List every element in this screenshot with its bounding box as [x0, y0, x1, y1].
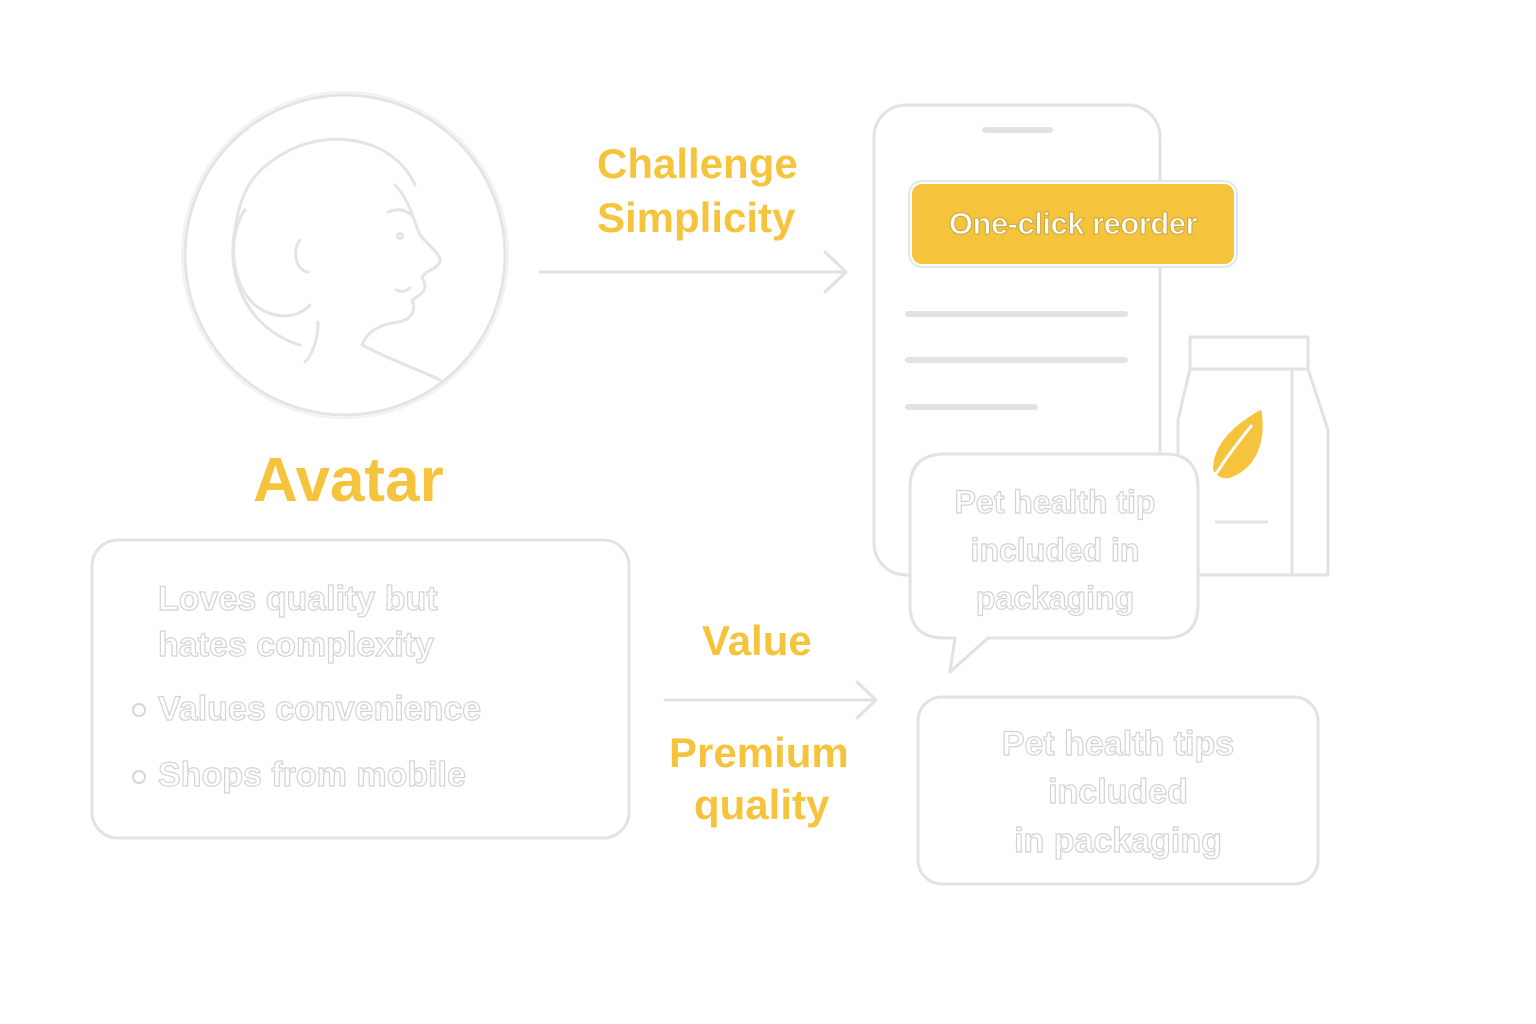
speech-bubble-icon	[908, 452, 1200, 674]
bubble-line: included in	[970, 531, 1140, 568]
trait-lead-line2: hates complexity	[157, 626, 434, 664]
pet-food-bag-icon	[1176, 335, 1330, 577]
value-label: Value	[702, 617, 812, 664]
traits-card	[90, 538, 631, 840]
woman-profile-icon	[181, 91, 509, 419]
bullet-dot	[132, 703, 146, 717]
result-line: included	[1047, 773, 1188, 812]
bubble-line: packaging	[975, 579, 1135, 616]
quality-label: quality	[694, 781, 830, 828]
trait-lead-line1: Loves quality but	[157, 580, 438, 618]
challenge-label: Challenge	[597, 140, 798, 187]
avatar-title: Avatar	[253, 446, 444, 515]
result-card-text: Pet health tips included in packaging	[918, 720, 1318, 865]
one-click-reorder-button[interactable]: One-click reorder	[910, 182, 1236, 266]
result-card	[916, 695, 1320, 886]
trait-bullet: Values convenience	[157, 690, 482, 728]
arrow-right-icon	[538, 250, 848, 294]
bullet-dot	[132, 770, 146, 784]
bubble-text: Pet health tip included in packaging	[910, 478, 1200, 622]
bubble-line: Pet health tip	[954, 483, 1156, 520]
leaf-icon	[1210, 406, 1265, 481]
trait-bullet: Shops from mobile	[157, 756, 466, 794]
reorder-button-label: One-click reorder	[948, 206, 1198, 242]
premium-label: Premium	[669, 729, 849, 776]
simplicity-label: Simplicity	[597, 194, 796, 241]
result-line: Pet health tips	[1001, 724, 1235, 763]
arrow-right-icon	[663, 680, 878, 720]
result-line: in packaging	[1013, 821, 1222, 860]
